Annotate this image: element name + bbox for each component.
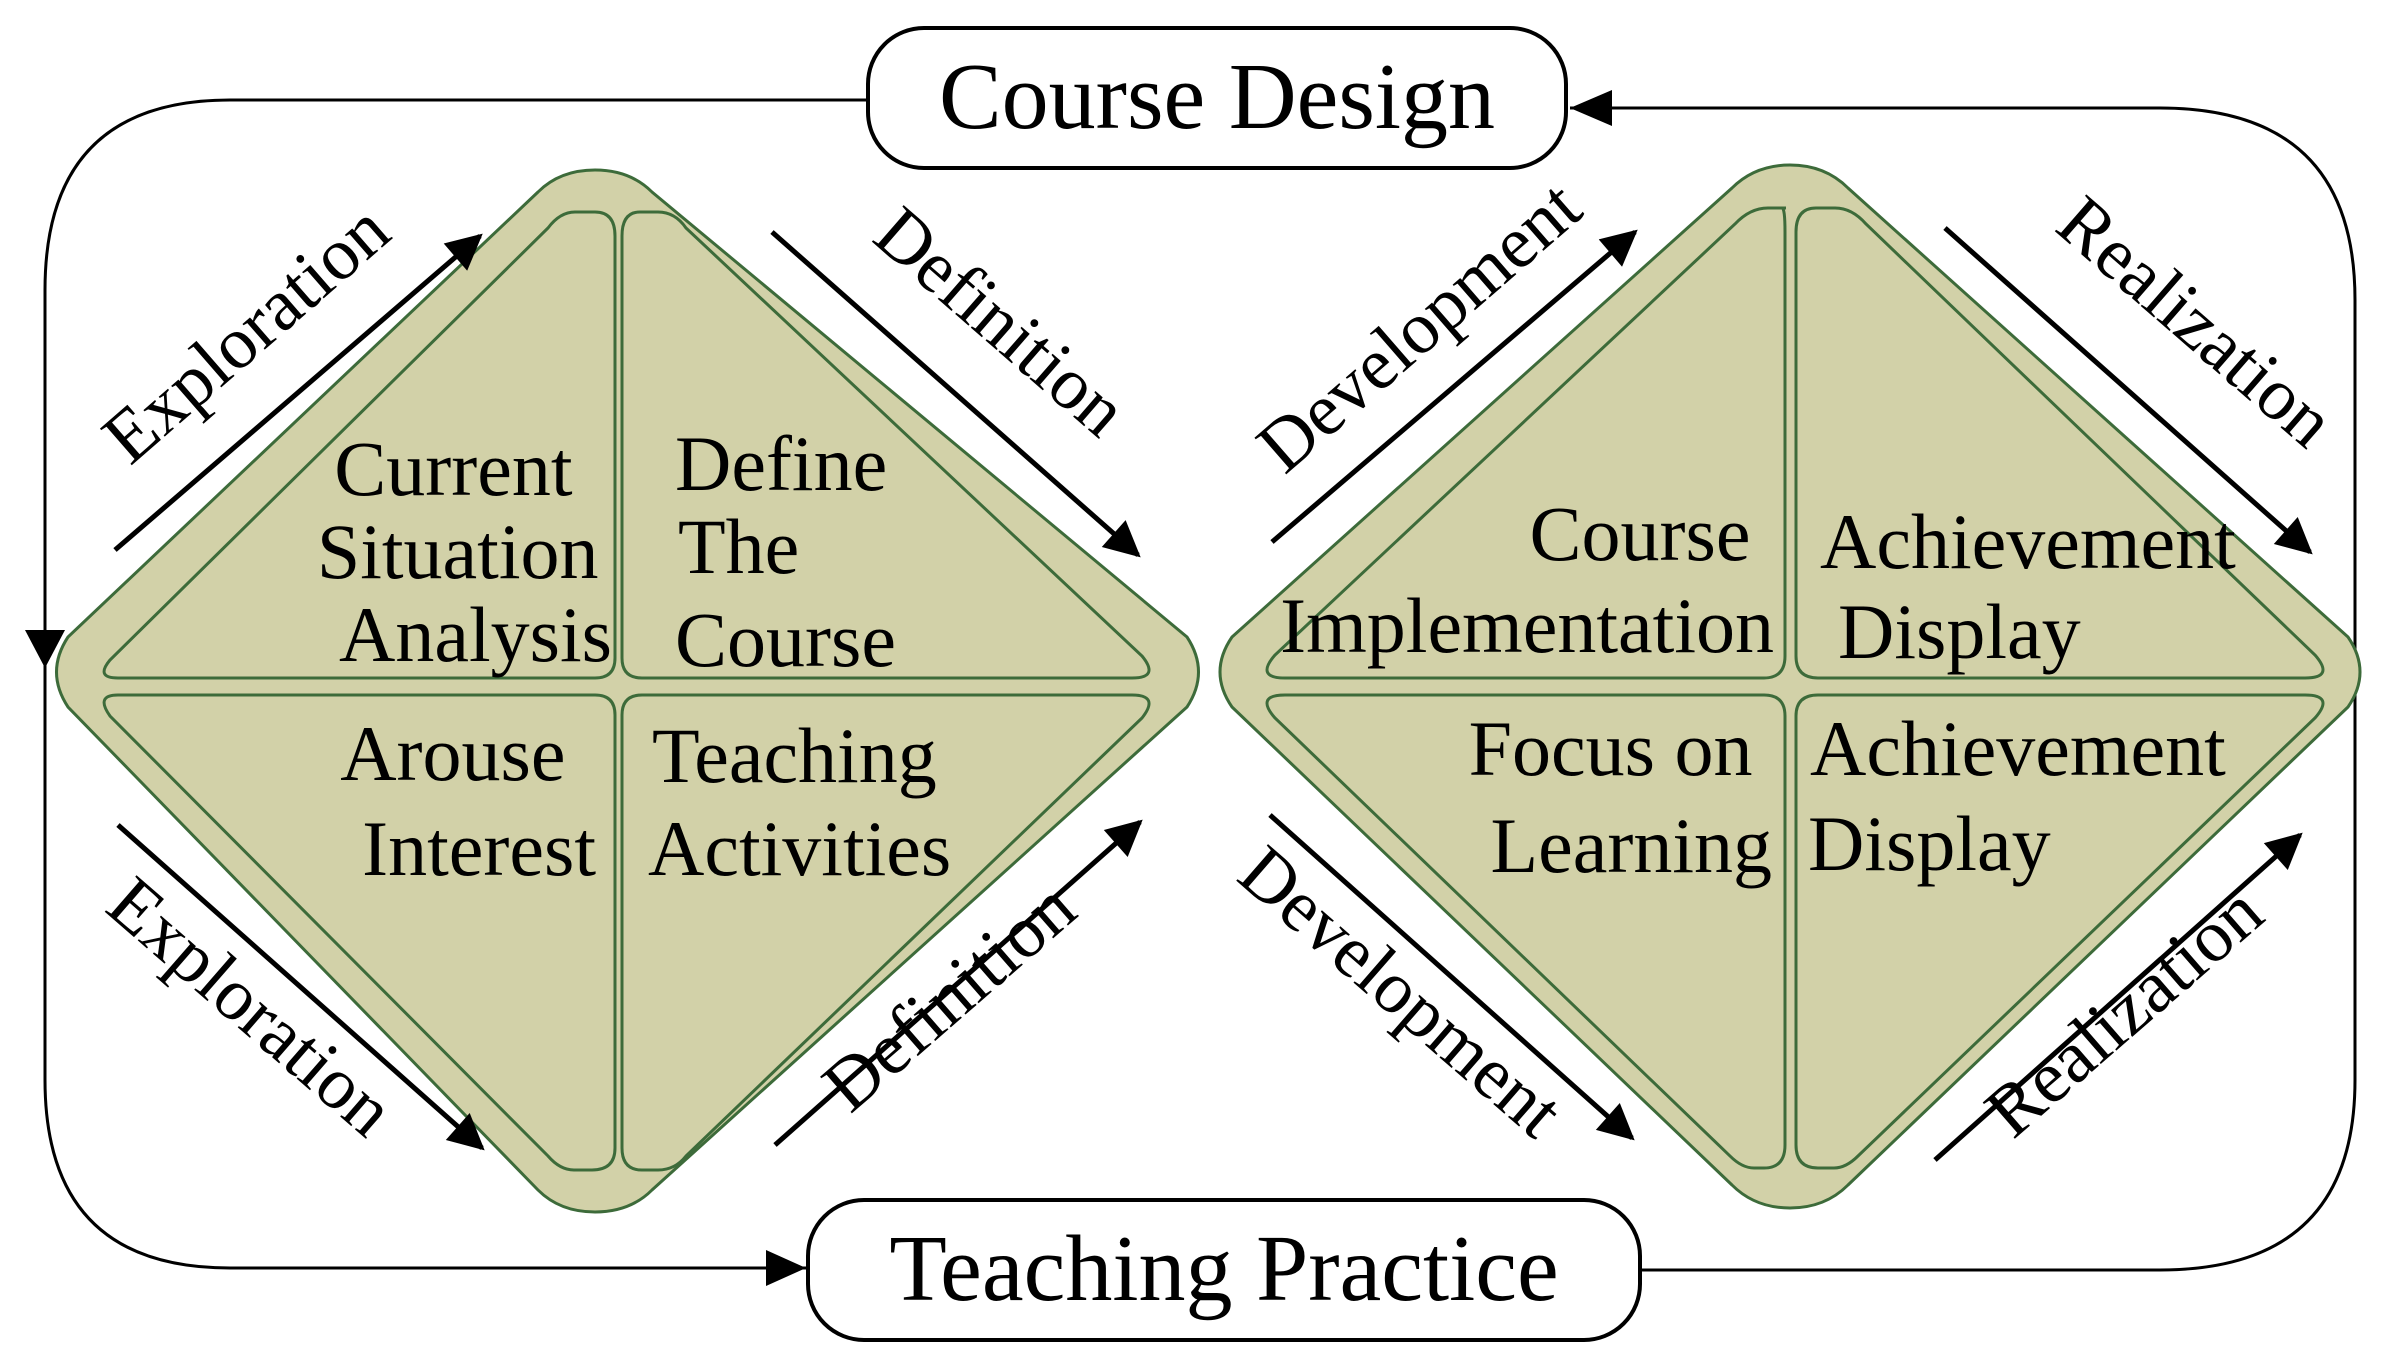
arrowhead-into-course-design [1570, 90, 1612, 126]
arrow-right-lower-right [1933, 832, 2303, 1162]
arrow-left-upper-right [770, 230, 1141, 558]
cell-line: Display [1808, 800, 2051, 887]
right-top-left-text: Course Implementation [1280, 490, 1774, 669]
cell-line: Define [675, 420, 887, 507]
right-bottom-right-text: Achievement Display [1808, 705, 2245, 887]
teaching-practice-box: Teaching Practice [806, 1198, 1642, 1342]
left-cell-bottom-right [620, 693, 1151, 1172]
arrow-right-upper-left [1270, 229, 1638, 544]
cell-line: Analysis [339, 591, 612, 678]
cell-line: Learning [1490, 802, 1772, 889]
left-cell-top-left [102, 210, 617, 680]
right-bottom-left-text: Focus on Learning [1469, 705, 1772, 889]
course-design-frame [866, 26, 1568, 170]
left-bottom-right-text: Teaching Activities [648, 712, 956, 892]
cell-line: Achievement [1810, 705, 2226, 792]
teaching-practice-label: Teaching Practice [889, 1217, 1558, 1321]
left-cell-bottom-left [102, 693, 617, 1172]
right-diamond: Course Implementation Achievement Displa… [1218, 163, 2362, 1210]
course-design-label: Course Design [939, 45, 1495, 149]
left-top-right-text: Define The Course [675, 420, 907, 683]
right-top-right-text: Achievement Display [1820, 498, 2255, 675]
arrow-left-lower-right [773, 819, 1143, 1147]
arrow-right-lower-left [1268, 813, 1635, 1141]
right-cell-bottom-left [1265, 693, 1787, 1170]
left-diamond: Current Situation Analysis Define The Co… [55, 168, 1200, 1214]
cell-line: Achievement [1820, 498, 2236, 585]
cell-line: Teaching [652, 712, 937, 799]
cell-line: The [678, 503, 799, 590]
left-cell-top-right [620, 210, 1151, 680]
cell-line: Implementation [1280, 582, 1774, 669]
cell-line: Activities [648, 805, 951, 892]
right-cell-bottom-right [1794, 693, 2325, 1170]
connector-left-to-teaching-practice [43, 655, 808, 1270]
cell-line: Focus on [1469, 705, 1753, 792]
right-cell-top-left [1265, 206, 1788, 680]
left-top-left-text: Current Situation Analysis [317, 425, 618, 678]
left-bottom-left-text: Arouse Interest [340, 710, 596, 892]
cell-line: Display [1838, 588, 2081, 675]
cell-line: Arouse [340, 710, 565, 797]
arrow-right-upper-right [1943, 226, 2313, 555]
teaching-practice-frame [806, 1198, 1642, 1342]
arrow-left-upper-left [113, 233, 483, 552]
cell-line: Course [1530, 490, 1751, 577]
arrowhead-left-down [25, 630, 65, 668]
phase-arrows [113, 226, 2313, 1162]
connector-course-design-to-left [43, 98, 868, 655]
cell-line: Situation [317, 508, 599, 595]
cell-line: Interest [362, 805, 596, 892]
cell-line: Current [334, 425, 573, 512]
arrow-left-lower-left [116, 823, 485, 1151]
arrowhead-into-teaching-practice [766, 1250, 806, 1286]
right-cell-top-right [1794, 206, 2325, 680]
cell-line: Course [675, 596, 896, 683]
course-design-box: Course Design [866, 26, 1568, 170]
